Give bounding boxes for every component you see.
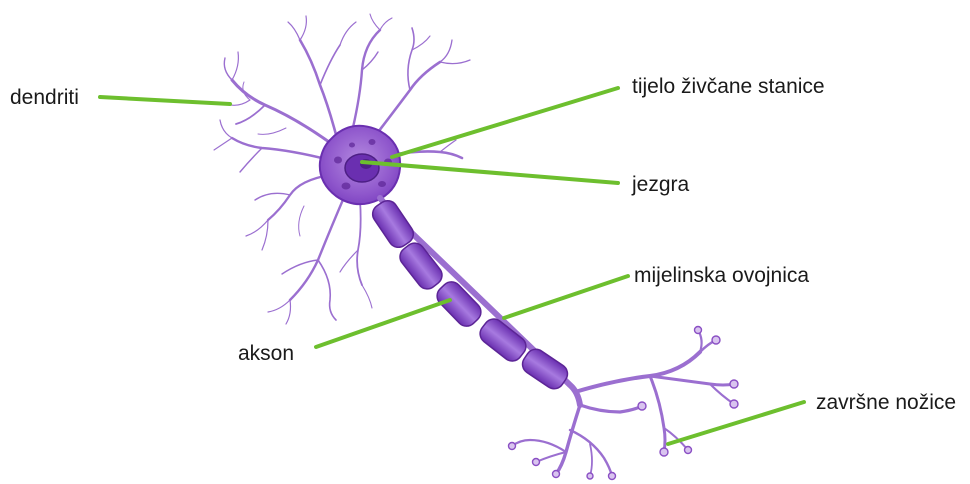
label-myelin-sheath: mijelinska ovojnica <box>634 265 809 286</box>
label-nucleus: jezgra <box>632 174 689 195</box>
label-axon-terminals: završne nožice <box>816 392 956 413</box>
leader-line-dendrites <box>100 97 230 104</box>
leader-line-axon <box>316 300 450 347</box>
leader-line-myelin-sheath <box>504 276 628 318</box>
nucleus-drawing <box>345 154 379 182</box>
label-cell-body: tijelo živčane stanice <box>632 76 825 97</box>
leader-line-cell-body <box>392 88 618 157</box>
leader-line-nucleus <box>362 162 618 183</box>
myelin-sheath-drawing <box>369 197 572 393</box>
label-dendrites: dendriti <box>10 87 79 108</box>
axon-terminals-drawing <box>512 330 734 476</box>
label-axon: akson <box>238 343 294 364</box>
leader-line-axon-terminals <box>668 402 804 444</box>
